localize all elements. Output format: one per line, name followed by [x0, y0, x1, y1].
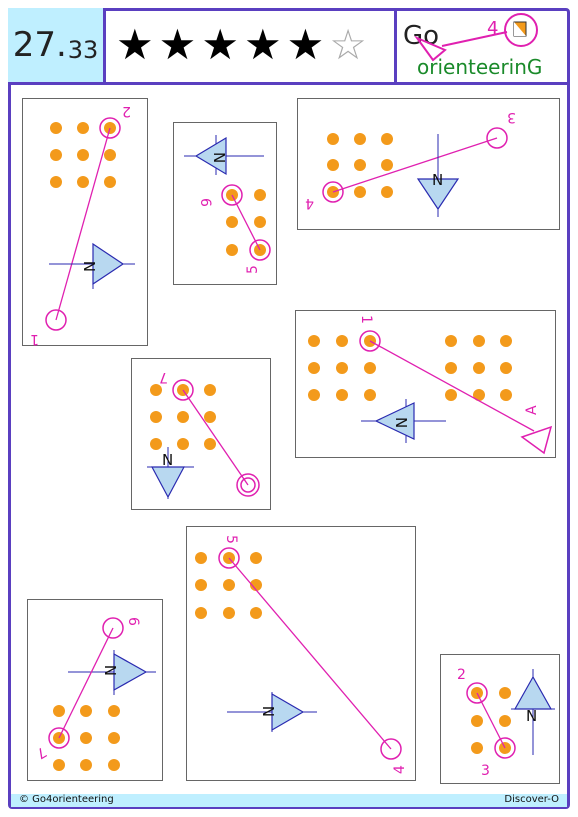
control-label: 7 [33, 743, 49, 761]
control-label: 2 [457, 667, 466, 683]
star-icon: ★ [286, 20, 325, 69]
dot-grid [226, 189, 266, 256]
logo-triangle-icon [414, 35, 447, 62]
puzzle-card-7: N 6 7 [27, 599, 163, 781]
puzzle-card-4: 1 A N [295, 310, 556, 458]
svg-text:N: N [102, 665, 120, 676]
puzzle-number-sub: 33 [67, 36, 99, 64]
control-circle [99, 117, 121, 139]
logo-four-text: 4 [487, 18, 498, 39]
control-label: 4 [305, 195, 314, 211]
dot-grid [53, 705, 120, 771]
puzzle-card-2: N 6 5 [173, 122, 277, 285]
control-label: 7 [159, 369, 168, 385]
control-circle [45, 309, 67, 331]
copyright-text: © Go4orienteering [19, 794, 114, 805]
puzzle-number-box: 27.33 [8, 8, 106, 82]
header-divider [8, 82, 570, 85]
logo-go-text: Go [403, 21, 439, 51]
svg-text:N: N [162, 451, 173, 469]
svg-text:N: N [210, 152, 228, 163]
north-arrow-icon: N [416, 134, 460, 217]
control-label: 1 [358, 315, 374, 324]
puzzle-number-main: 27. [12, 25, 67, 65]
page-frame [8, 8, 570, 809]
puzzle-card-6: 5 4 N [186, 526, 416, 781]
control-label: 3 [481, 763, 490, 779]
north-arrow-icon: N [511, 669, 555, 755]
control-label: 1 [30, 331, 39, 347]
dot-grid [50, 122, 116, 188]
control-label: 4 [392, 765, 408, 774]
control-label: 3 [507, 109, 516, 125]
north-arrow-icon: N [361, 399, 446, 443]
svg-text:N: N [392, 417, 410, 428]
svg-text:N: N [432, 171, 443, 189]
star-icon: ★ [243, 20, 282, 69]
control-label: 6 [197, 198, 213, 207]
star-icon: ★ [201, 20, 239, 69]
dot-grid [327, 133, 393, 198]
dot-grid [308, 335, 512, 401]
go4orienteering-logo: Go 4 orienteerinG [397, 8, 570, 82]
logo-word-text: orienteerinG [417, 55, 542, 79]
svg-text:N: N [526, 707, 537, 725]
footer-bar: © Go4orienteering Discover-O [11, 794, 567, 807]
empty-star-icon: ☆ [329, 20, 367, 69]
north-arrow-icon: N [147, 447, 194, 499]
logo-control-circle-icon [504, 13, 538, 47]
dot-grid [150, 384, 216, 450]
difficulty-rating: ★ ★ ★ ★ ★ ☆ [106, 8, 397, 82]
star-icon: ★ [158, 20, 197, 69]
control-label: 2 [122, 103, 131, 119]
north-arrow-icon: N [49, 242, 135, 289]
control-label: 6 [125, 617, 141, 626]
control-label: 5 [223, 535, 239, 544]
series-name: Discover-O [504, 794, 559, 805]
dot-grid [195, 552, 262, 619]
puzzle-card-8: 2 3 N [440, 654, 560, 784]
finish-circle-icon [236, 473, 260, 497]
svg-text:N: N [81, 261, 99, 272]
start-triangle-icon [520, 425, 553, 455]
puzzle-card-3: 3 4 N [297, 98, 560, 230]
puzzle-card-5: 7 N [131, 358, 271, 510]
puzzle-card-1: 2 1 N [22, 98, 148, 347]
control-label: 5 [245, 265, 261, 274]
star-icon: ★ [116, 20, 154, 69]
north-arrow-icon: N [184, 135, 264, 176]
start-label: A [524, 405, 540, 415]
svg-text:N: N [260, 706, 278, 717]
north-arrow-icon: N [68, 650, 156, 695]
north-arrow-icon: N [227, 692, 317, 732]
